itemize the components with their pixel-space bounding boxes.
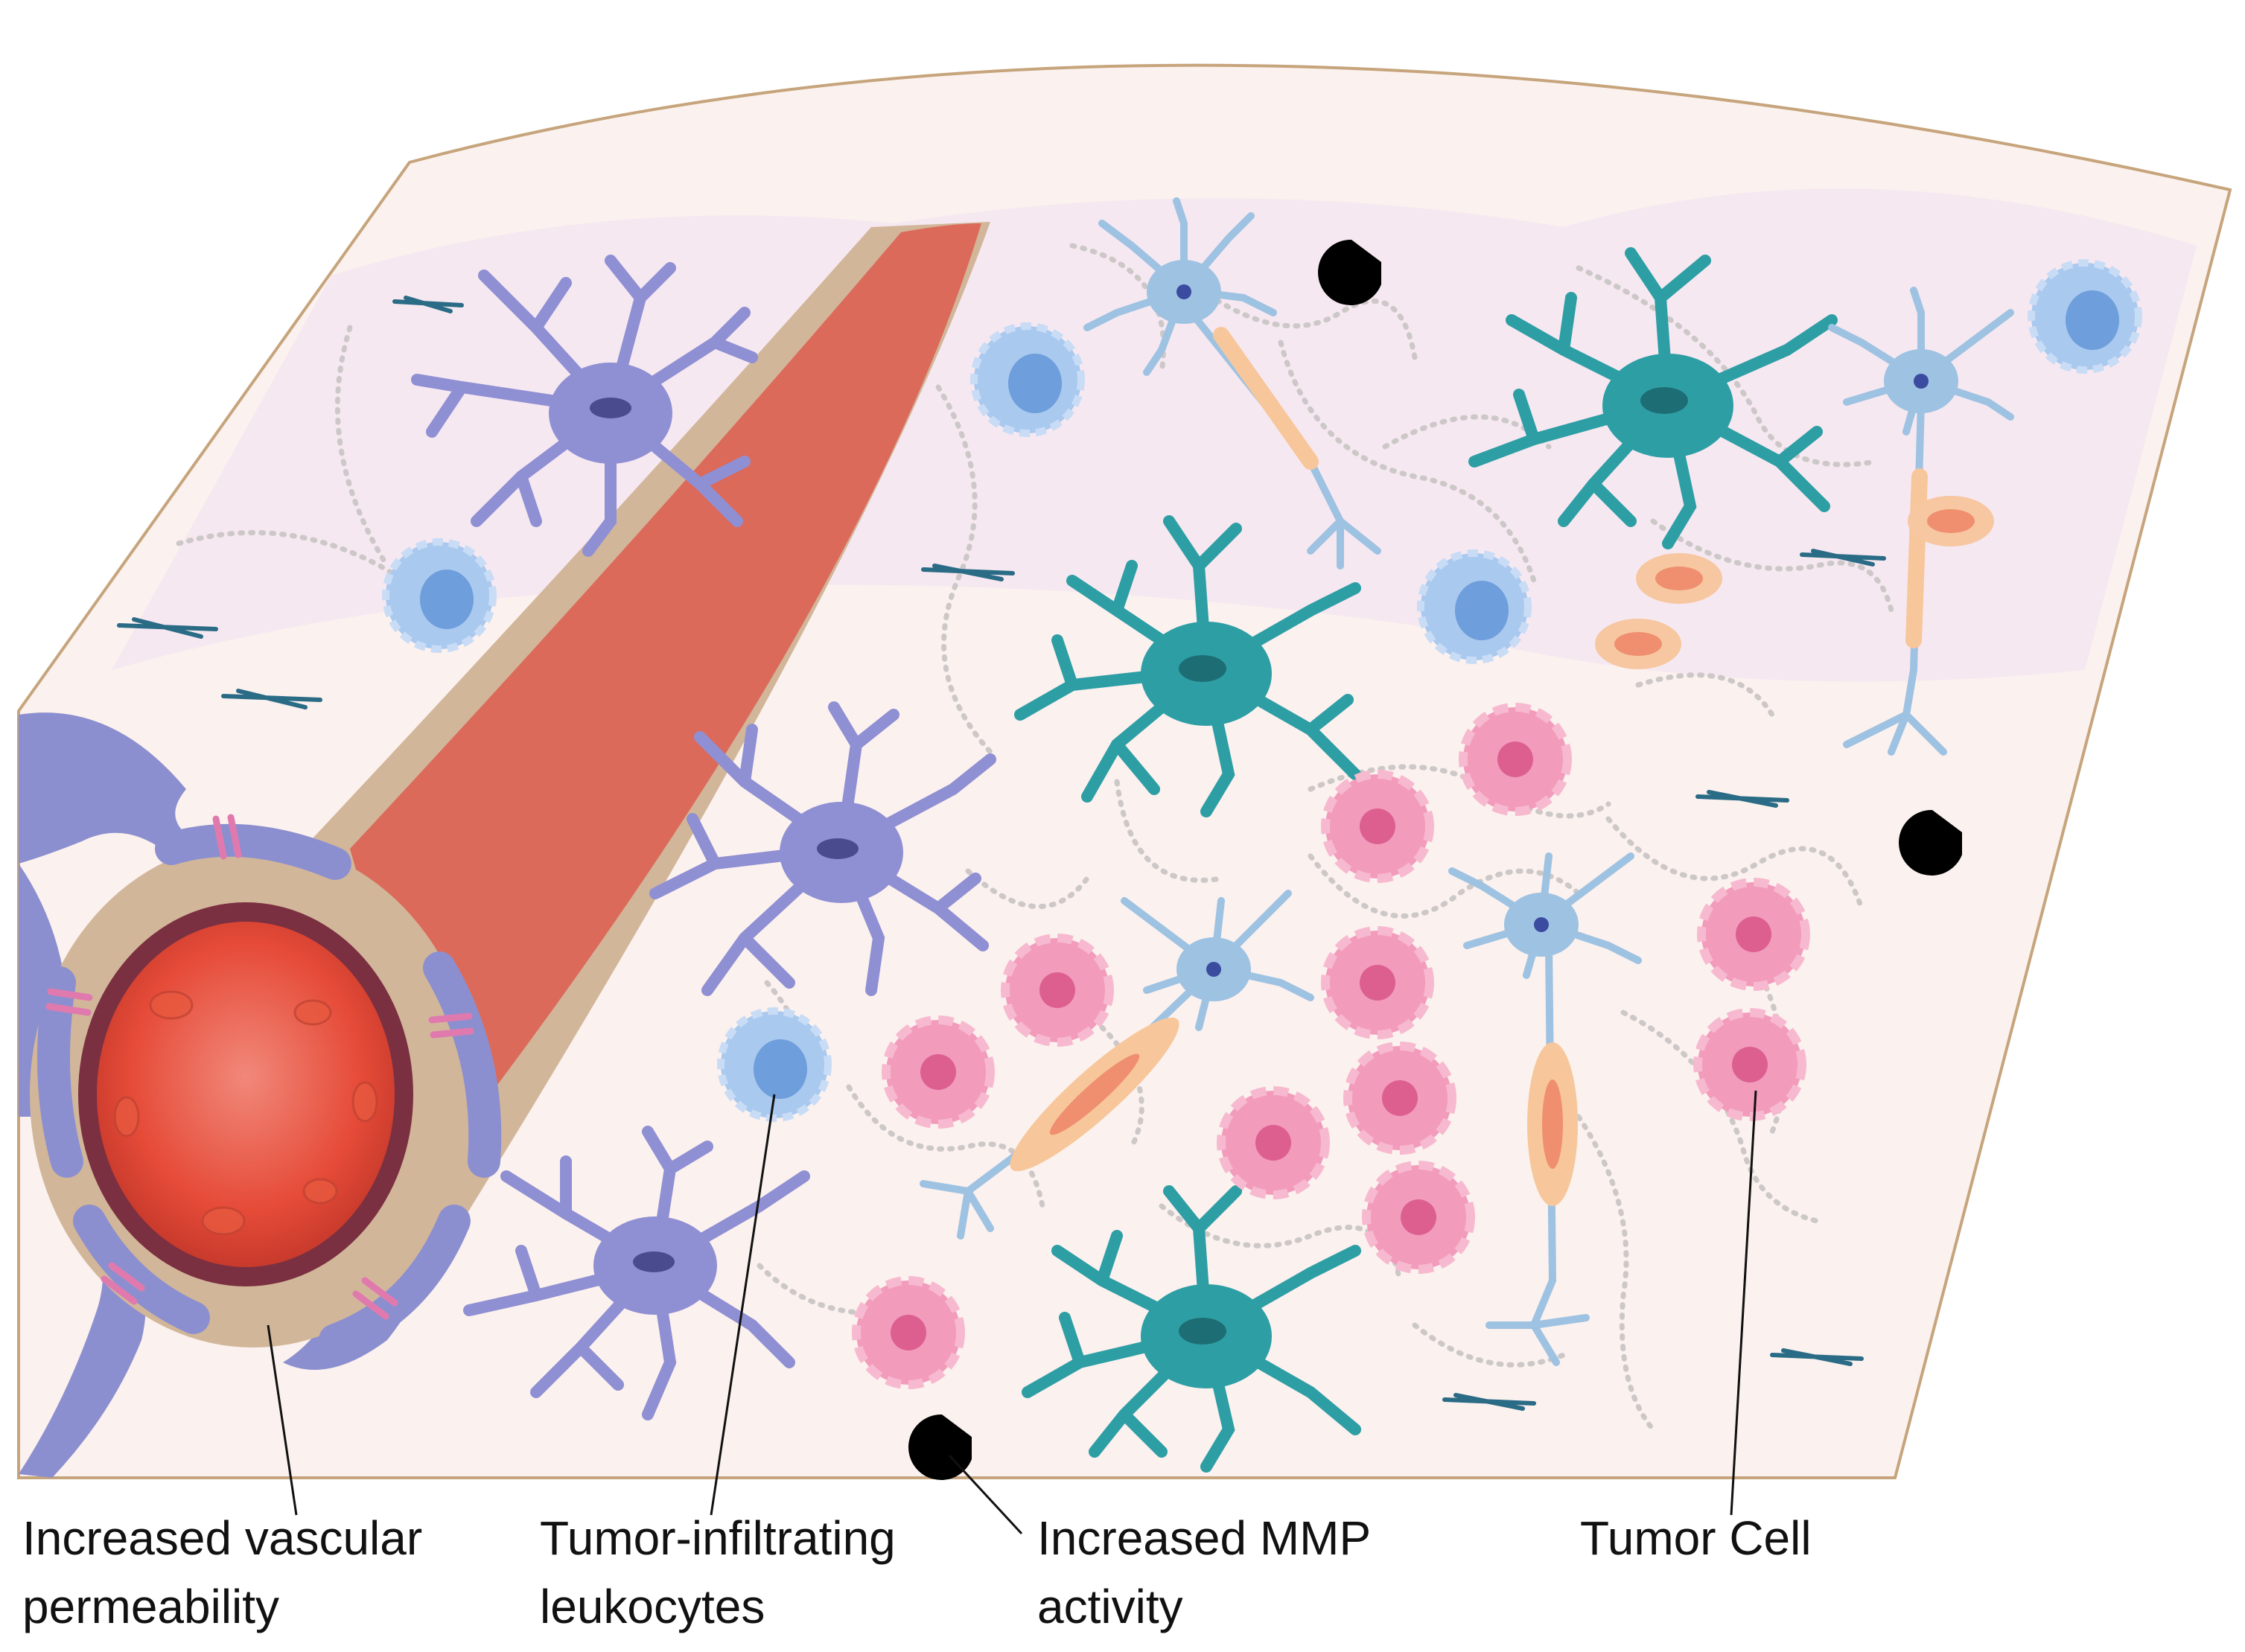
- vessel-lumen-core: [97, 922, 395, 1267]
- label-line: Increased vascular: [22, 1511, 423, 1565]
- ecm-fibers: [176, 243, 1894, 1432]
- leukocyte: [970, 322, 1085, 437]
- label-tumor-infiltrating-leukocytes: Tumor-infiltrating leukocytes: [540, 1504, 896, 1641]
- label-line: Tumor-infiltrating: [540, 1511, 896, 1565]
- leukocyte: [1417, 549, 1532, 664]
- tumor-cell: [1321, 770, 1434, 883]
- label-tumor-cell: Tumor Cell: [1580, 1504, 1812, 1572]
- label-line: Increased MMP: [1037, 1511, 1372, 1565]
- astrocyte: [1014, 515, 1361, 817]
- astrocyte: [649, 701, 996, 996]
- label-line: activity: [1037, 1580, 1183, 1633]
- blood-vessel: [19, 222, 990, 1478]
- tumor-cell: [882, 1015, 995, 1129]
- tight-junctions: [45, 814, 474, 1320]
- red-blood-cells: [1595, 496, 1994, 669]
- tumor-cells: [852, 703, 1810, 1389]
- myelin-sheaths: [1010, 1017, 1578, 1206]
- astrocytes-purple: [411, 255, 996, 1420]
- mmp-enzymes: [908, 239, 1962, 1480]
- tumor-cell: [1343, 1042, 1456, 1155]
- label-line: Tumor Cell: [1580, 1511, 1812, 1565]
- label-line: leukocytes: [540, 1580, 765, 1633]
- leukocytes: [382, 259, 2142, 1122]
- leukocyte: [717, 1007, 832, 1122]
- leader-lines: [267, 1090, 1757, 1535]
- neuron: [1448, 852, 1642, 1366]
- tumor-cell: [1321, 926, 1434, 1039]
- tumor-cell: [1459, 703, 1572, 816]
- tumor-cell: [852, 1276, 965, 1389]
- tumor-cell: [1001, 934, 1114, 1047]
- leukocyte: [382, 538, 497, 653]
- astrocyte: [1022, 1185, 1361, 1473]
- neuron: [1083, 197, 1381, 570]
- leukocyte: [2028, 259, 2142, 374]
- tumor-cell: [1217, 1086, 1330, 1199]
- astrocytes-teal: [1014, 247, 1838, 1473]
- astrocyte: [411, 255, 758, 557]
- astrocyte: [1468, 247, 1838, 549]
- tumor-cell: [1693, 1008, 1806, 1121]
- mmp-enzyme: [1899, 809, 1962, 876]
- tumor-cell: [1697, 878, 1810, 991]
- tumor-cell: [1362, 1161, 1475, 1274]
- label-increased-mmp-activity: Increased MMP activity: [1037, 1504, 1371, 1641]
- mmp-enzyme: [1318, 239, 1381, 305]
- label-increased-vascular-permeability: Increased vascular permeability: [22, 1504, 422, 1641]
- neuron: [1828, 287, 2014, 756]
- astrocyte: [463, 1126, 810, 1420]
- fibroblast-dashes: [117, 296, 1886, 1411]
- label-line: permeability: [22, 1580, 280, 1633]
- vessel-lumen-tube: [350, 223, 981, 1161]
